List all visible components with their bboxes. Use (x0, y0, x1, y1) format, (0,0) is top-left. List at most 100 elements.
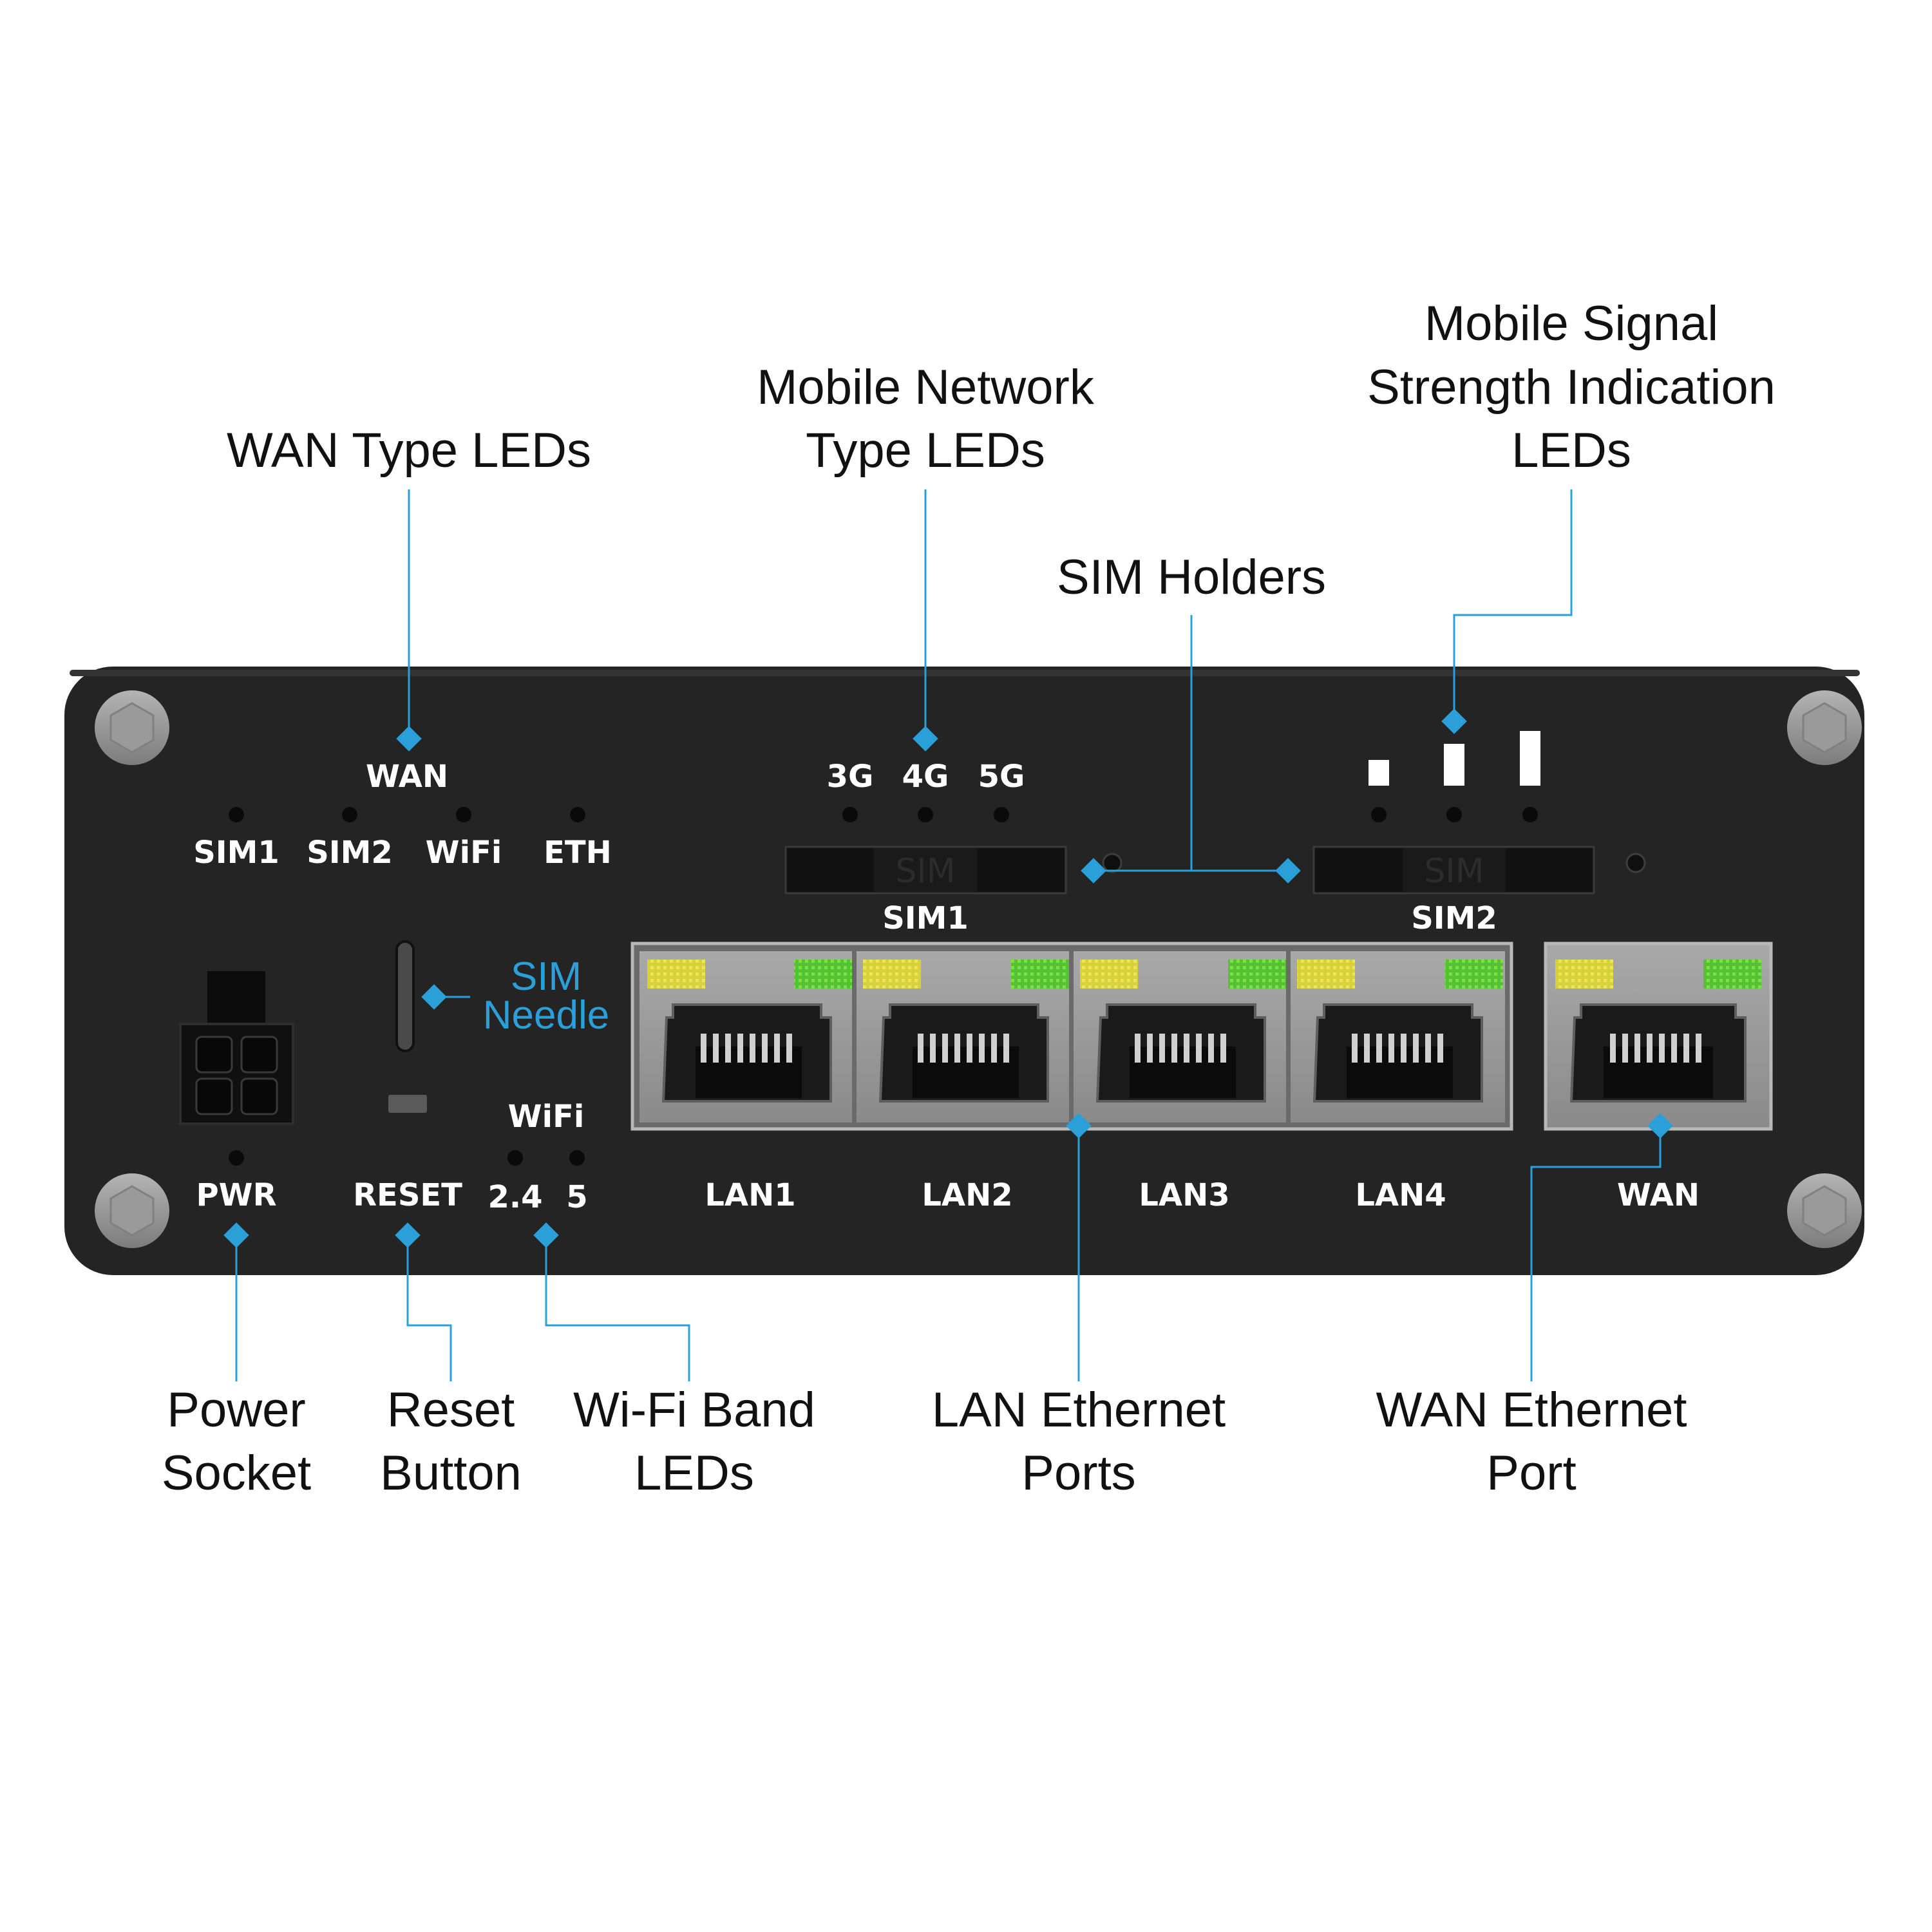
port-pin (918, 1034, 923, 1063)
port-pin (786, 1034, 792, 1063)
signal-bar-3-icon (1520, 731, 1540, 786)
port-pin (1647, 1034, 1653, 1063)
led-sim2-label: SIM2 (307, 835, 393, 871)
lan2-label: LAN2 (922, 1177, 1012, 1213)
led-wifi-5 (569, 1150, 585, 1166)
sim1-eject-hole[interactable] (1102, 853, 1122, 873)
port-pin (1671, 1034, 1677, 1063)
port-pin (1388, 1034, 1394, 1063)
port-pin (1171, 1034, 1177, 1063)
svg-text:SIM: SIM (895, 852, 955, 891)
power-socket[interactable] (179, 971, 294, 1125)
port-pin (725, 1034, 731, 1063)
callout-mobile-network-line2: Type LEDs (806, 423, 1045, 478)
callout-signal-line3: LEDs (1511, 423, 1631, 478)
lan3-label: LAN3 (1139, 1177, 1229, 1213)
reset-label: RESET (353, 1177, 462, 1213)
port-pin (1196, 1034, 1202, 1063)
sim2-holder[interactable]: SIM (1312, 846, 1595, 895)
sim-needle-marker (421, 984, 447, 1010)
lan4-port[interactable] (1291, 951, 1505, 1122)
leader-lines (235, 489, 1662, 1381)
port-pin (1696, 1034, 1701, 1063)
port-pins (701, 1034, 1701, 1063)
screw-top-left (95, 690, 169, 765)
sim2-slot-label: SIM2 (1411, 900, 1497, 936)
callout-wan-ethernet-line1: WAN Ethernet (1376, 1383, 1687, 1437)
callout-reset-line1: Reset (387, 1383, 515, 1437)
lan2-port[interactable] (857, 951, 1069, 1122)
svg-text:SIM: SIM (1424, 852, 1484, 891)
led-wifi-24 (507, 1150, 523, 1166)
led-eth-label: ETH (544, 835, 612, 871)
port-pin (1634, 1034, 1640, 1063)
led-signal-3 (1522, 807, 1538, 822)
pwr-label: PWR (196, 1177, 276, 1213)
port-pin (954, 1034, 960, 1063)
screw-top-right (1787, 690, 1862, 765)
led-3g (842, 807, 858, 822)
sim1-holder[interactable]: SIM (784, 846, 1067, 895)
sim-needle-label-line1: SIM (511, 954, 582, 999)
reset-button[interactable] (388, 1095, 427, 1113)
port-pin (1220, 1034, 1226, 1063)
port-pin (991, 1034, 997, 1063)
port-pin (1147, 1034, 1153, 1063)
port-pin (1413, 1034, 1419, 1063)
panel-highlight (70, 670, 1860, 676)
port-pin (762, 1034, 768, 1063)
callout-lan-ethernet-line2: Ports (1021, 1446, 1135, 1501)
port-pin (979, 1034, 985, 1063)
sim1-slot-label: SIM1 (882, 900, 969, 936)
screw-bottom-right (1787, 1173, 1862, 1248)
port-pin (774, 1034, 780, 1063)
port-pin (1622, 1034, 1628, 1063)
led-5g (994, 807, 1009, 822)
led-signal-2 (1446, 807, 1462, 822)
led-sim2 (342, 807, 357, 822)
port-pin (967, 1034, 972, 1063)
callout-markers (223, 708, 1673, 1248)
callout-wifi-band-line2: LEDs (634, 1446, 754, 1501)
port-pin (942, 1034, 948, 1063)
lan1-port[interactable] (639, 951, 852, 1122)
port-pin (1437, 1034, 1443, 1063)
callout-wan-ethernet-line2: Port (1486, 1446, 1576, 1501)
port-pin (1003, 1034, 1009, 1063)
port-pin (737, 1034, 743, 1063)
port-pin (930, 1034, 936, 1063)
port-pin (701, 1034, 706, 1063)
port-pin (1159, 1034, 1165, 1063)
port-pin (1352, 1034, 1358, 1063)
port-pin (1425, 1034, 1431, 1063)
wifi-5-label: 5 (566, 1179, 587, 1215)
callout-signal-line1: Mobile Signal (1425, 296, 1718, 351)
sim2-eject-hole[interactable] (1625, 853, 1646, 873)
wifi-band-group-label: WiFi (508, 1099, 585, 1135)
port-pin (1184, 1034, 1189, 1063)
wifi-24-label: 2.4 (488, 1179, 542, 1215)
port-pin (1610, 1034, 1616, 1063)
lan4-label: LAN4 (1355, 1177, 1446, 1213)
port-pin (750, 1034, 755, 1063)
callout-reset-line2: Button (380, 1446, 522, 1501)
led-wifi (456, 807, 471, 822)
port-pin (1364, 1034, 1370, 1063)
callout-wifi-band-line1: Wi-Fi Band (573, 1383, 815, 1437)
callout-sim-holders: SIM Holders (1057, 550, 1326, 605)
led-sim1 (229, 807, 244, 822)
led-eth (570, 807, 585, 822)
port-pin (1376, 1034, 1382, 1063)
callout-power-line2: Socket (162, 1446, 311, 1501)
wan-ethernet-port[interactable] (1544, 942, 1773, 1131)
signal-bar-1-icon (1368, 760, 1389, 786)
led-5g-label: 5G (978, 759, 1025, 795)
lan3-port[interactable] (1074, 951, 1286, 1122)
callout-power-line1: Power (167, 1383, 305, 1437)
port-pin (1659, 1034, 1665, 1063)
led-wifi-label: WiFi (426, 835, 502, 871)
callout-wan-type-leds: WAN Type LEDs (227, 423, 591, 478)
signal-bar-2-icon (1444, 744, 1464, 786)
sim-needle[interactable] (395, 940, 415, 1052)
